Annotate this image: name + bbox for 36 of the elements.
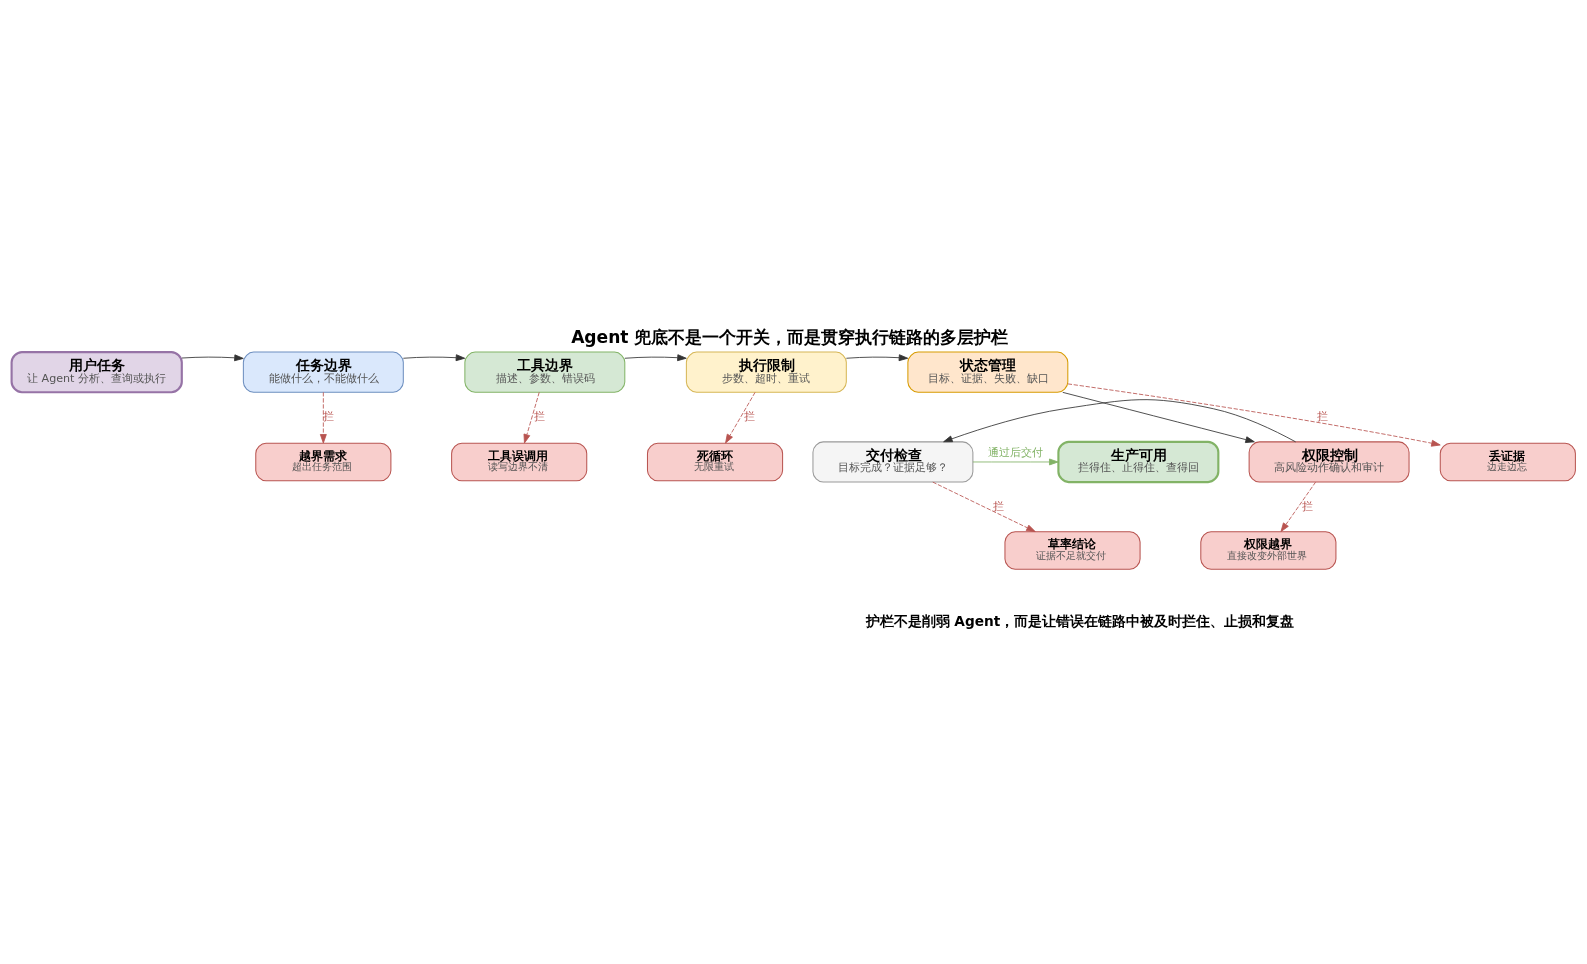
arrow bbox=[523, 391, 540, 443]
arrow bbox=[624, 353, 687, 361]
edge-label: 拦 bbox=[1317, 409, 1329, 423]
node-box: 草率结论 证据不足就交付 bbox=[1004, 530, 1141, 570]
edge-label: 拦 bbox=[323, 409, 335, 423]
node-box: 权限越界 直接改变外部世界 bbox=[1200, 530, 1337, 570]
node-box: 死循环 无限重试 bbox=[646, 442, 784, 481]
arrow bbox=[402, 353, 466, 361]
node-box: 执行限制 步数、超时、重试 bbox=[685, 351, 847, 393]
node-box: 丢证据 边走边忘 bbox=[1439, 442, 1576, 481]
caption: 护栏不是削弱 Agent，而是让错误在链路中被及时拦住、止损和复盘 bbox=[865, 612, 1295, 629]
edge-label: 拦 bbox=[992, 499, 1004, 513]
node-box: 生产可用 拦得住、止得住、查得回 bbox=[1057, 440, 1220, 483]
arrow bbox=[932, 481, 1036, 532]
node-box: 越界需求 超出任务范围 bbox=[255, 442, 392, 481]
arrow bbox=[181, 353, 244, 361]
node-box: 用户任务 让 Agent 分析、查询或执行 bbox=[10, 350, 183, 393]
edge-label: 拦 bbox=[1301, 499, 1313, 513]
node-box: 权限控制 高风险动作确认和审计 bbox=[1248, 440, 1410, 483]
node-box: 工具误调用 读写边界不清 bbox=[451, 442, 588, 481]
edge-label: 拦 bbox=[533, 409, 545, 423]
arrow bbox=[943, 398, 1297, 442]
node-box: 任务边界 能做什么，不能做什么 bbox=[242, 351, 404, 393]
arrow bbox=[1067, 382, 1441, 447]
arrow bbox=[725, 391, 756, 443]
node-box: 交付检查 目标完成？证据足够？ bbox=[812, 440, 974, 483]
arrow bbox=[319, 391, 327, 443]
node-box: 状态管理 目标、证据、失败、缺口 bbox=[907, 351, 1069, 393]
diagram-title: Agent 兜底不是一个开关，而是贯穿执行链路的多层护栏 bbox=[571, 326, 1009, 347]
edge-label: 通过后交付 bbox=[988, 445, 1044, 459]
arrow bbox=[1062, 391, 1255, 443]
arrow bbox=[1280, 481, 1317, 532]
node-box: 工具边界 描述、参数、错误码 bbox=[464, 351, 626, 393]
edge-label: 拦 bbox=[744, 409, 756, 423]
arrow bbox=[972, 458, 1059, 465]
arrow bbox=[845, 353, 909, 361]
